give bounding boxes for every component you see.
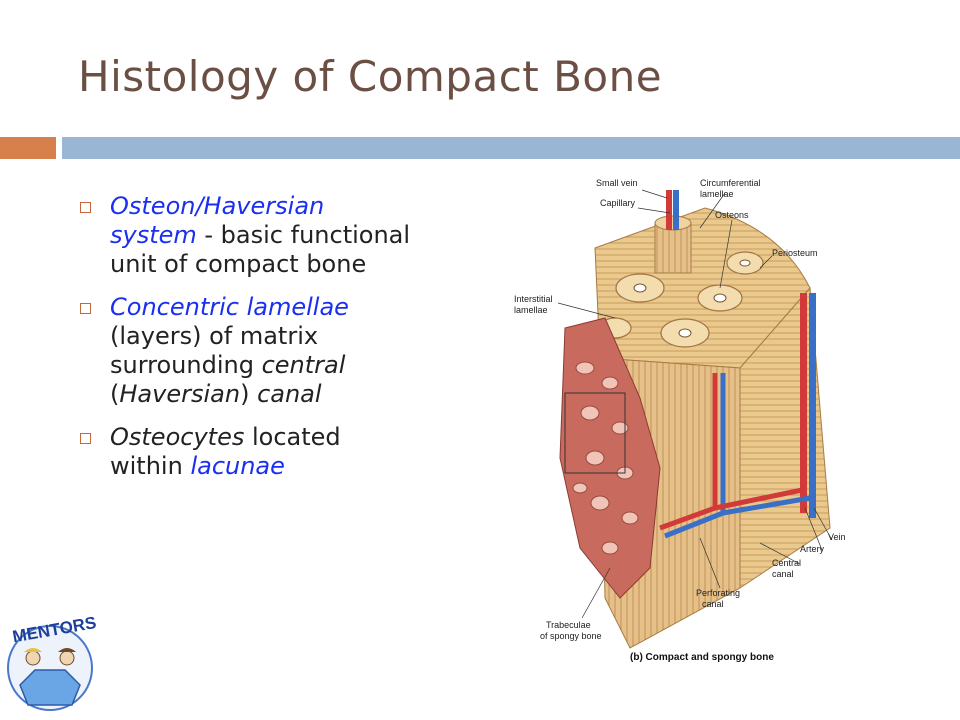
- compact-bone-illustration: Small vein Capillary Circumferential lam…: [514, 178, 846, 663]
- label-vein: Vein: [828, 532, 846, 542]
- mentors-logo: MENTORS: [7, 613, 98, 711]
- bullet-text: located within: [110, 423, 341, 480]
- label-spongy-bone: of spongy bone: [540, 631, 602, 641]
- bullet-text: ): [240, 380, 258, 408]
- label-artery: Artery: [800, 544, 825, 554]
- term-osteon: Osteon/Haversian system: [110, 192, 325, 249]
- figure-caption: (b) Compact and spongy bone: [630, 652, 774, 663]
- label-periosteum: Periosteum: [772, 248, 818, 258]
- bullet-text: (layers) of matrix surrounding: [110, 322, 319, 379]
- bullet-list: Osteon/Haversian system - basic function…: [78, 192, 418, 495]
- accent-bar: [0, 137, 56, 159]
- term-lacunae: lacunae: [190, 452, 285, 480]
- label-osteons: Osteons: [715, 210, 749, 220]
- bullet-item: Concentric lamellae (layers) of matrix s…: [78, 293, 418, 409]
- bullet-item: Osteon/Haversian system - basic function…: [78, 192, 418, 279]
- label-perforating: Perforating: [696, 588, 740, 598]
- bullet-square-icon: [80, 303, 91, 314]
- term-central: central: [261, 351, 346, 379]
- bullet-text: - basic functional unit of compact bone: [110, 221, 411, 278]
- label-capillary: Capillary: [600, 198, 636, 208]
- label-perforating-canal: canal: [702, 599, 724, 609]
- label-small-vein: Small vein: [596, 178, 638, 188]
- label-trabeculae: Trabeculae: [546, 620, 591, 630]
- bullet-text: (: [110, 380, 120, 408]
- label-central-canal: canal: [772, 569, 794, 579]
- term-osteocytes: Osteocytes: [110, 423, 245, 451]
- label-circumferential-lamellae: lamellae: [700, 189, 734, 199]
- header-bar: [62, 137, 960, 159]
- label-central: Central: [772, 558, 801, 568]
- term-lamellae: Concentric lamellae: [110, 293, 349, 321]
- term-haversian: Haversian: [119, 380, 241, 408]
- bullet-square-icon: [80, 433, 91, 444]
- label-interstitial-lamellae: lamellae: [514, 305, 548, 315]
- figure-labels: Small vein Capillary Circumferential lam…: [514, 178, 846, 641]
- bullet-item: Osteocytes located within lacunae: [78, 423, 418, 481]
- label-interstitial: Interstitial: [514, 294, 553, 304]
- label-circumferential: Circumferential: [700, 178, 761, 188]
- slide-title: Histology of Compact Bone: [78, 52, 663, 101]
- term-canal: canal: [257, 380, 322, 408]
- bullet-square-icon: [80, 202, 91, 213]
